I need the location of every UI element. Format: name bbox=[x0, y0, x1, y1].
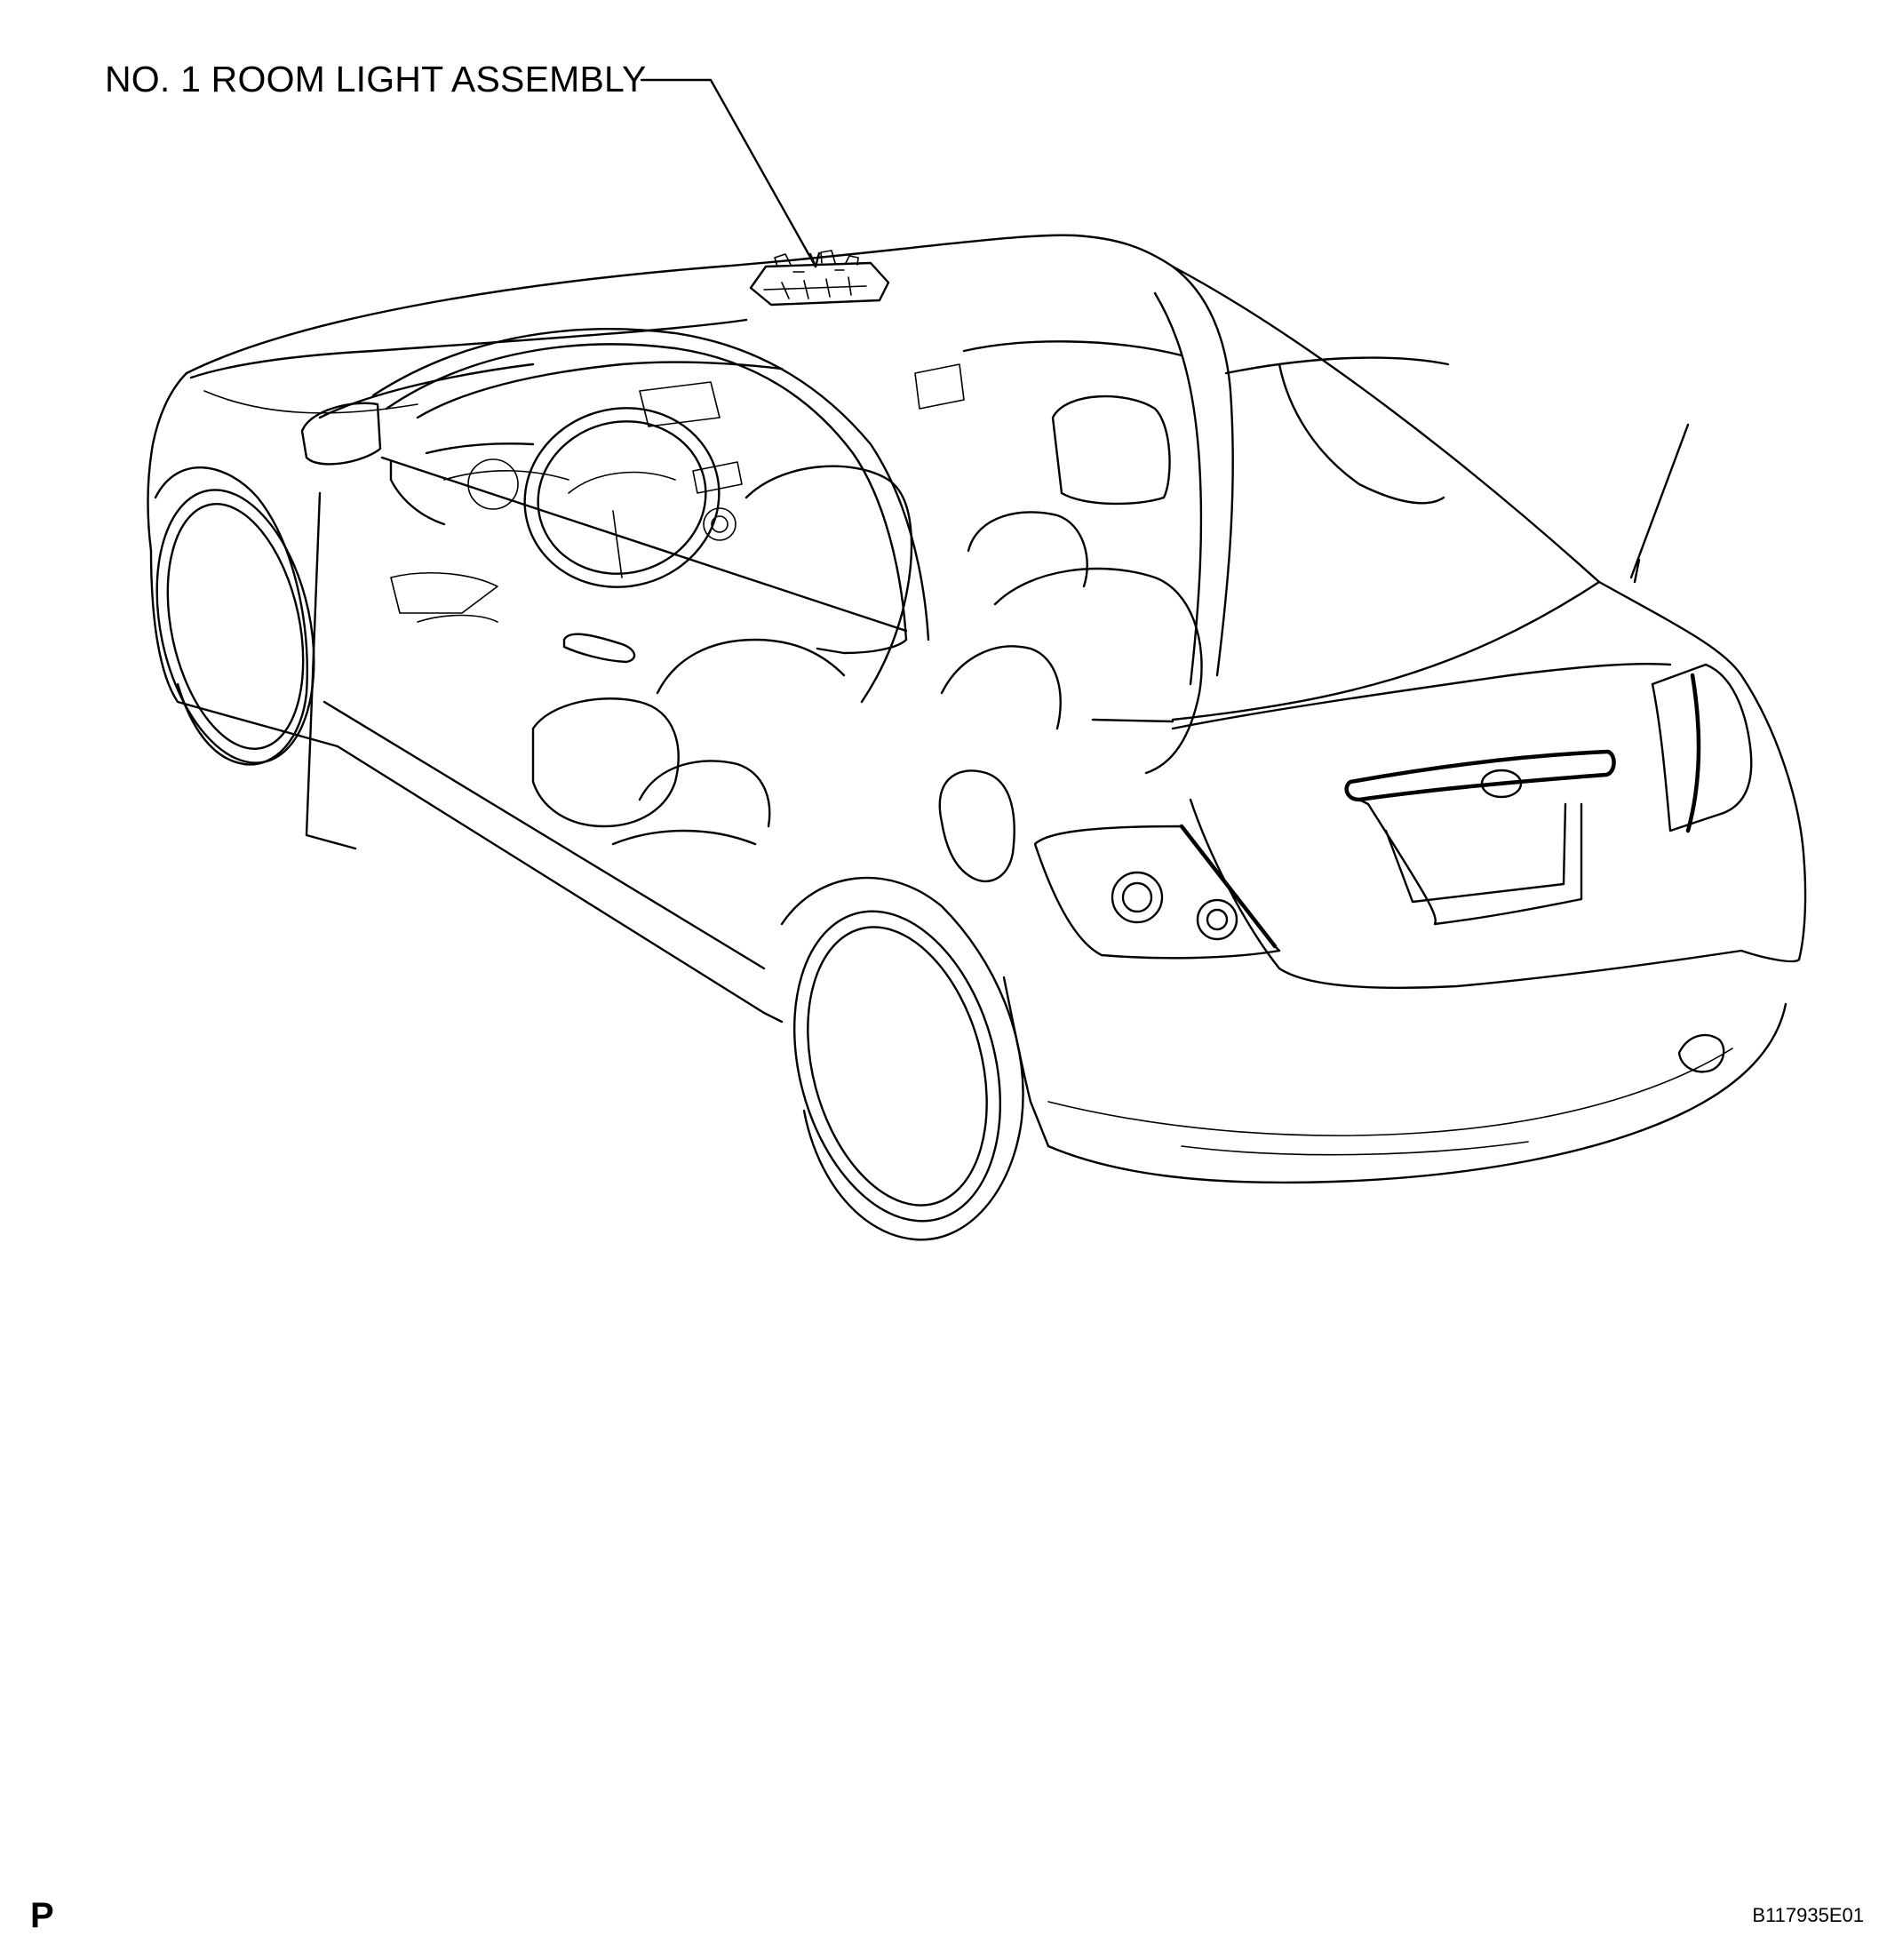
interior-front-seat bbox=[656, 394, 1203, 775]
callout-leader-line bbox=[640, 78, 821, 268]
callout-label: NO. 1 ROOM LIGHT ASSEMBLY bbox=[105, 59, 647, 100]
front-wheel bbox=[154, 466, 315, 766]
left-taillight bbox=[1033, 824, 1281, 960]
figure-code: B117935E01 bbox=[1752, 1904, 1864, 1926]
room-light-assembly bbox=[749, 250, 890, 307]
car-body-outline bbox=[147, 234, 1807, 1184]
rear-wheel bbox=[780, 876, 1024, 1241]
trunk-garnish bbox=[1344, 749, 1616, 926]
interior-dashboard bbox=[390, 361, 965, 623]
corner-mark: P bbox=[30, 1896, 54, 1935]
interior-steering-wheel bbox=[523, 407, 721, 588]
right-taillight bbox=[1651, 663, 1753, 833]
interior-rear-seat bbox=[531, 697, 771, 846]
